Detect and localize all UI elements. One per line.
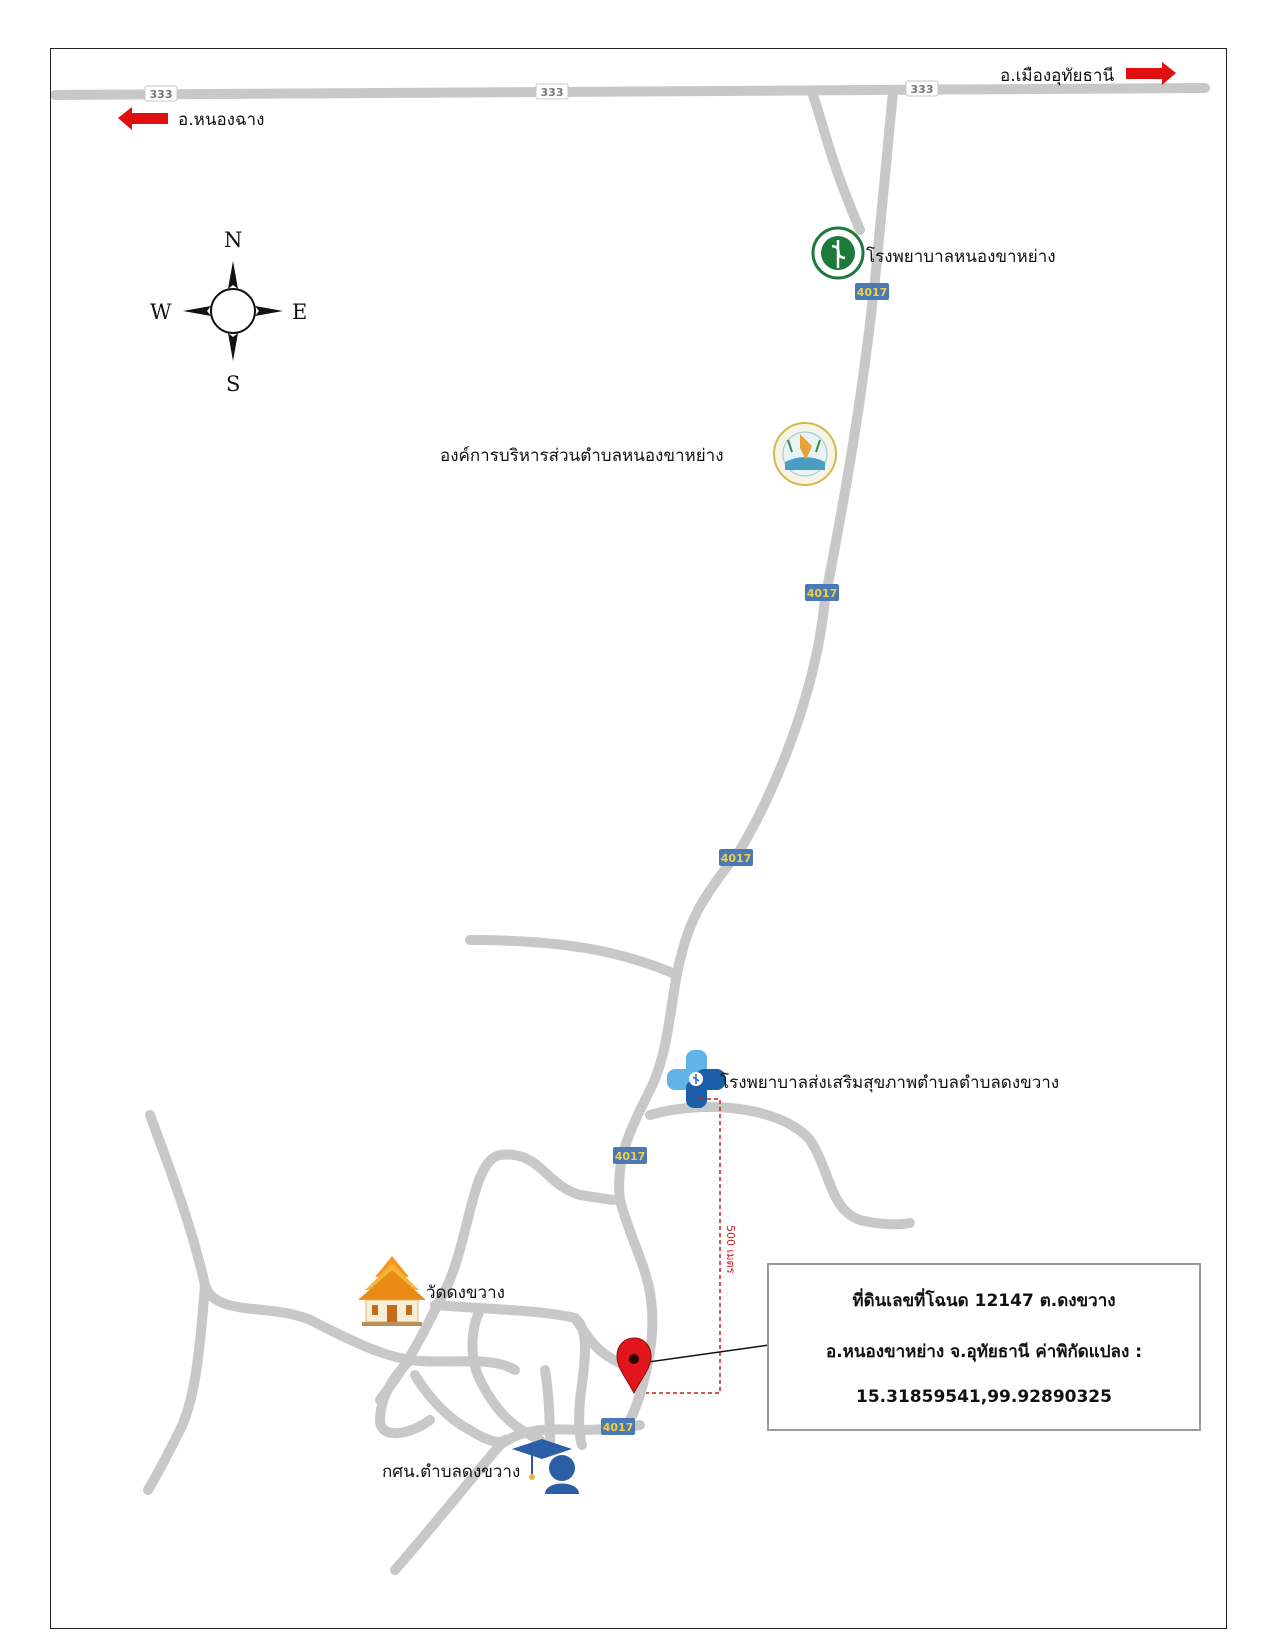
route-4017-shield-5: 4017	[601, 1418, 635, 1435]
hospital-logo-icon	[811, 226, 865, 280]
route-333-label: 333	[541, 86, 564, 99]
compass-south: S	[226, 372, 241, 396]
route-4017-shield-2: 4017	[805, 584, 839, 601]
parcel-coordinates: 15.31859541,99.92890325	[856, 1387, 1112, 1407]
road-333	[50, 83, 1210, 100]
route-4017-label: 4017	[721, 852, 752, 865]
route-4017-shield-3: 4017	[719, 849, 753, 866]
route-333-shield-1: 333	[144, 85, 178, 102]
location-pin-icon	[616, 1337, 652, 1395]
route-4017-shield-1: 4017	[855, 283, 889, 300]
road-inner-south	[410, 1370, 510, 1447]
route-4017-label: 4017	[807, 587, 838, 600]
route-333-label: 333	[150, 88, 173, 101]
route-4017-label: 4017	[615, 1150, 646, 1163]
road-west-upper	[465, 935, 682, 980]
road-west-sw	[143, 1280, 210, 1495]
school-graduation-icon	[512, 1439, 579, 1494]
road-inner-connector	[570, 1313, 590, 1450]
compass-east: E	[292, 300, 308, 324]
arrow-east-icon	[1126, 62, 1176, 85]
parcel-info-box: ที่ดินเลขที่โฉนด 12147 ต.ดงขวาง อ.หนองขา…	[767, 1263, 1201, 1431]
road-4017-north-branch	[807, 87, 865, 235]
compass-north: N	[224, 228, 243, 252]
pin-leader-line	[633, 1344, 770, 1365]
parcel-info-line-2: อ.หนองขาหย่าง จ.อุทัยธานี ค่าพิกัดแปลง :	[825, 1342, 1142, 1362]
route-4017-label: 4017	[857, 286, 888, 299]
sao-label: องค์การบริหารส่วนตำบลหนองขาหย่าง	[440, 446, 724, 466]
parcel-info-line-1: ที่ดินเลขที่โฉนด 12147 ต.ดงขวาง	[852, 1291, 1116, 1311]
map-frame	[50, 48, 1227, 1629]
road-vertical-mid	[540, 1365, 555, 1450]
road-loop-west	[375, 1355, 435, 1439]
route-4017-shield-4: 4017	[613, 1147, 647, 1164]
hospital-label: โรงพยาบาลหนองขาหย่าง	[866, 247, 1056, 267]
direction-east-label: อ.เมืองอุทัยธานี	[1000, 66, 1115, 86]
temple-label: วัดดงขวาง	[426, 1283, 505, 1303]
route-333-shield-3: 333	[905, 80, 939, 97]
road-west-main	[145, 1110, 520, 1375]
sao-logo-icon	[773, 422, 837, 486]
route-4017-label: 4017	[603, 1421, 634, 1434]
route-333-label: 333	[911, 83, 934, 96]
distance-label: 500 เมตร	[724, 1225, 737, 1274]
health-center-label: โรงพยาบาลส่งเสริมสุขภาพตำบลตำบลดงขวาง	[720, 1073, 1060, 1093]
road-east-health	[645, 1102, 915, 1230]
route-333-shield-2: 333	[535, 83, 569, 100]
arrow-west-icon	[118, 107, 168, 130]
health-center-icon	[667, 1050, 725, 1108]
distance-line	[646, 1098, 721, 1394]
road-loop-north	[375, 1149, 618, 1405]
direction-west-label: อ.หนองฉาง	[178, 110, 265, 130]
temple-icon	[358, 1256, 426, 1326]
compass-rose-icon	[183, 261, 283, 361]
compass-west: W	[150, 300, 172, 324]
road-4017	[614, 87, 898, 1425]
school-label: กศน.ตำบลดงขวาง	[382, 1462, 521, 1482]
